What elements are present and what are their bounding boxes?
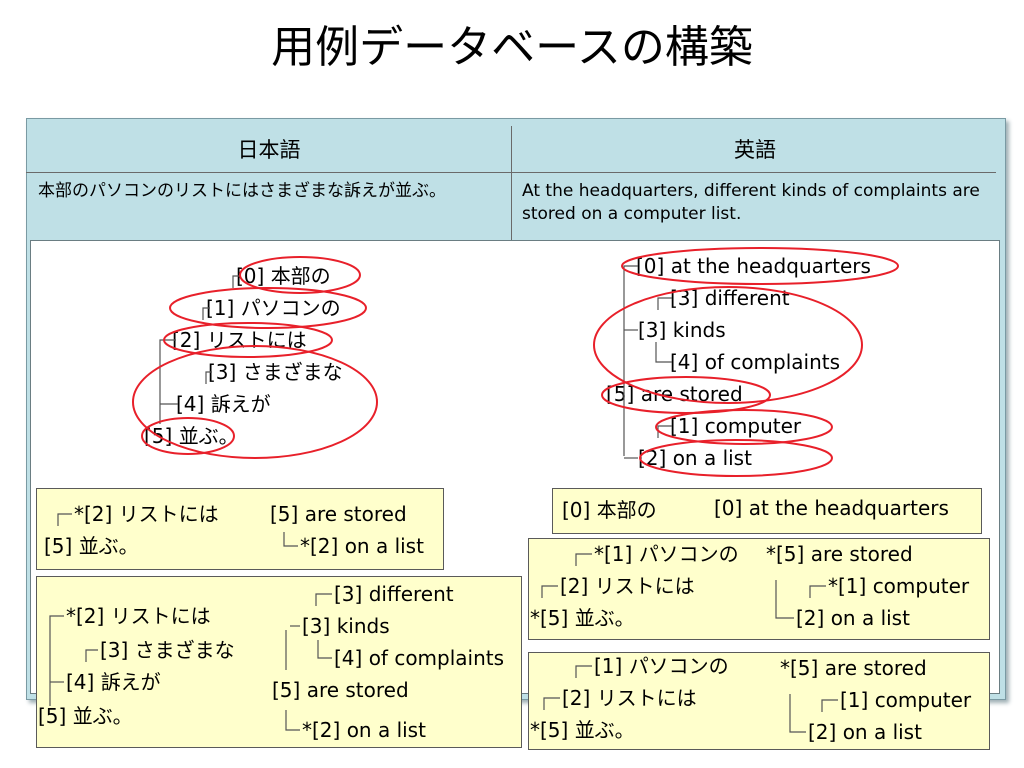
tree-en-node-5: [1] computer bbox=[670, 414, 802, 438]
ex2-ja-0: [0] 本部の bbox=[562, 498, 657, 522]
ex4-ja-2: [4] 訴えが bbox=[66, 670, 161, 694]
ellipse-en-5 bbox=[601, 376, 771, 414]
ellipse-en-0 bbox=[621, 247, 899, 285]
tree-en-node-6: [2] on a list bbox=[638, 446, 752, 470]
tree-ja-node-1: [1] パソコンの bbox=[206, 296, 341, 320]
ex4-en-4: *[2] on a list bbox=[302, 718, 426, 742]
ex4-en-0: [3] different bbox=[334, 582, 454, 606]
tree-en-node-0: [0] at the headquarters bbox=[636, 254, 871, 278]
tree-ja-node-3: [3] さまざまな bbox=[208, 360, 343, 384]
ex3-ja-2: *[5] 並ぶ。 bbox=[530, 606, 635, 630]
header-english: 英語 bbox=[734, 138, 776, 162]
highlight-ellipses bbox=[132, 247, 899, 477]
ex1-ja-0: *[2] リストには bbox=[74, 502, 219, 526]
ex4-ja-3: [5] 並ぶ。 bbox=[38, 704, 133, 728]
ellipse-ja-3-4 bbox=[132, 345, 378, 459]
example-box-1 bbox=[36, 488, 444, 570]
ex4-ja-1: [3] さまざまな bbox=[100, 638, 235, 662]
ellipse-ja-2 bbox=[163, 322, 333, 358]
tree-en-node-3: [4] of complaints bbox=[670, 350, 841, 374]
ex2-en-0: [0] at the headquarters bbox=[714, 496, 949, 520]
ex4-ja-0: *[2] リストには bbox=[66, 604, 211, 628]
column-divider bbox=[511, 126, 512, 240]
ellipse-ja-5 bbox=[141, 417, 235, 455]
ex3-ja-0: *[1] パソコンの bbox=[594, 542, 739, 566]
example-box-2 bbox=[552, 488, 982, 534]
ellipse-en-3-4 bbox=[593, 286, 863, 404]
tree-en-node-2: [3] kinds bbox=[638, 318, 726, 342]
example-box-3 bbox=[528, 538, 990, 640]
example-box-4 bbox=[36, 576, 522, 748]
ex5-en-2: [2] on a list bbox=[808, 720, 922, 744]
slide-title: 用例データベースの構築 bbox=[271, 22, 753, 73]
ex5-en-0: *[5] are stored bbox=[780, 656, 927, 680]
sentence-japanese: 本部のパソコンのリストにはさまざまな訴えが並ぶ。 bbox=[38, 181, 446, 201]
tree-connectors bbox=[49, 265, 838, 733]
example-box-5 bbox=[528, 652, 990, 750]
ellipse-ja-1 bbox=[169, 287, 367, 329]
ex5-en-1: [1] computer bbox=[840, 688, 972, 712]
ellipse-en-1 bbox=[655, 409, 833, 445]
ex1-en-1: *[2] on a list bbox=[300, 534, 424, 558]
ex5-ja-2: *[5] 並ぶ。 bbox=[530, 718, 635, 742]
ex1-ja-1: [5] 並ぶ。 bbox=[44, 534, 139, 558]
header-japanese: 日本語 bbox=[237, 138, 301, 162]
tree-ja-node-0: [0] 本部の bbox=[236, 264, 331, 288]
tree-ja-node-4: [4] 訴えが bbox=[176, 392, 271, 416]
ex4-en-2: [4] of complaints bbox=[334, 646, 505, 670]
ex3-en-0: *[5] are stored bbox=[766, 542, 913, 566]
ex3-en-2: [2] on a list bbox=[796, 606, 910, 630]
ex4-en-3: [5] are stored bbox=[272, 678, 409, 702]
header-divider bbox=[26, 172, 996, 173]
ellipse-en-2 bbox=[639, 439, 833, 477]
ellipse-ja-0 bbox=[239, 256, 361, 294]
ex5-ja-1: [2] リストには bbox=[562, 686, 697, 710]
ex5-ja-0: [1] パソコンの bbox=[594, 654, 729, 678]
sentence-english: At the headquarters, different kinds of … bbox=[522, 181, 980, 224]
ex4-en-1: [3] kinds bbox=[302, 614, 390, 638]
ex3-en-1: *[1] computer bbox=[828, 574, 970, 598]
ex3-ja-1: [2] リストには bbox=[560, 574, 695, 598]
ex1-en-0: [5] are stored bbox=[270, 502, 407, 526]
